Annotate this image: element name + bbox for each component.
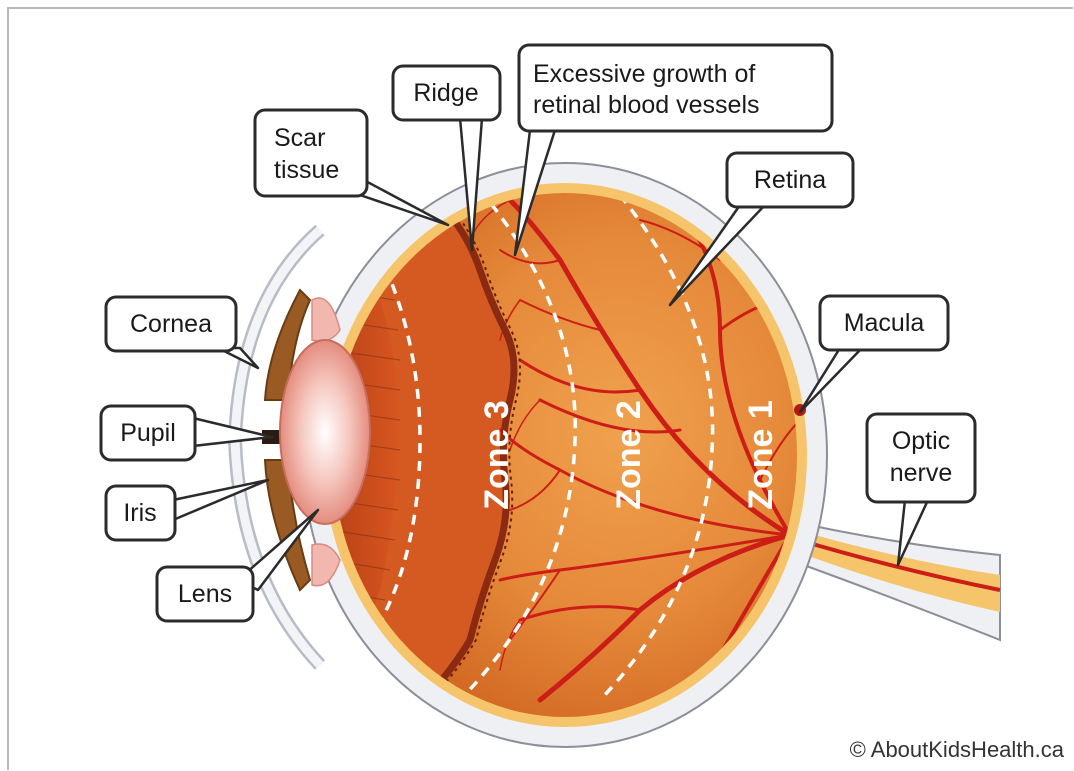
zone-1-label: Zone 1 — [742, 400, 780, 510]
scar-label-line2: tissue — [274, 156, 339, 184]
zone-2-label: Zone 2 — [610, 400, 648, 510]
excessive-label-line1: Excessive growth of — [533, 60, 755, 88]
ridge-label: Ridge — [413, 79, 478, 107]
cornea-label: Cornea — [130, 310, 212, 338]
optic-label-line1: Optic — [892, 427, 950, 455]
scar-tissue-callout: Scar tissue — [255, 110, 448, 225]
pupil-label: Pupil — [120, 419, 176, 447]
macula-label: Macula — [844, 309, 925, 337]
zone-3-label: Zone 3 — [478, 400, 516, 510]
pupil-callout: Pupil — [101, 406, 272, 460]
lens-shape — [280, 340, 370, 524]
optic-label-line2: nerve — [890, 459, 953, 487]
copyright-text: © AboutKidsHealth.ca — [850, 737, 1064, 763]
iris-label: Iris — [123, 499, 156, 527]
excessive-label-line2: retinal blood vessels — [533, 91, 760, 119]
retina-label: Retina — [754, 166, 826, 194]
lens-label: Lens — [178, 580, 232, 608]
scar-label-line1: Scar — [274, 124, 325, 152]
cornea-callout: Cornea — [106, 297, 258, 368]
